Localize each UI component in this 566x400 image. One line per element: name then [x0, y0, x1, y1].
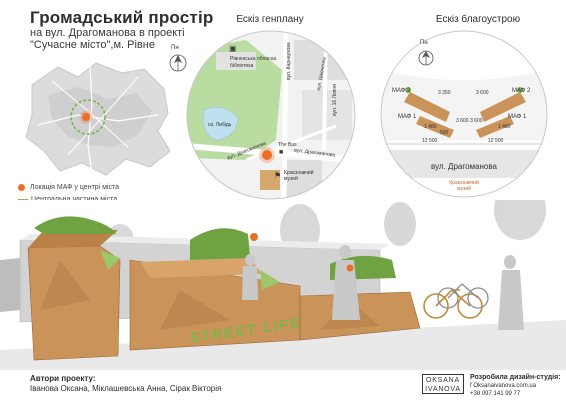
label-museum: Краєзнавчий музей — [284, 170, 314, 182]
dim-3: 1 480 — [424, 124, 437, 130]
studio-phone: +38 097 141 99 77 — [470, 391, 521, 397]
dim-2: 3 600 — [476, 90, 489, 96]
north-arrow-icon — [169, 54, 187, 72]
label-the-bus: The Bus — [278, 142, 297, 148]
legend-central-area-label: Центральна частина міста — [31, 196, 118, 203]
authors-label: Автори проекту: — [30, 374, 96, 383]
dim-9: 1 480 — [498, 124, 511, 130]
legend-maf-location: Локація МАФ у центрі міста — [18, 184, 119, 191]
label-lybid-lake: оз. Либідь — [208, 122, 232, 128]
legend-central-area: Центральна частина міста — [18, 196, 117, 203]
museum-icon: ⚑ — [274, 171, 282, 180]
logo-line-2: IVANOVA — [425, 386, 461, 393]
north-arrow-icon — [418, 50, 434, 66]
render-scene: STREET LIFE — [0, 180, 566, 370]
bus-icon: ■ — [279, 149, 284, 156]
subtitle-line-1: на вул. Драгоманова в проекті — [30, 27, 185, 39]
city-map-drawing — [25, 62, 171, 176]
page-subtitle: на вул. Драгоманова в проекті "Сучасне м… — [30, 27, 185, 51]
maf-left-bottom: МАФ 1 — [398, 114, 417, 120]
improvement-plan: Пн МАФ 2 МАФ 1 МАФ 2 МАФ 1 3 350 3 600 1… — [380, 30, 548, 198]
site-plan-drawing — [186, 30, 356, 200]
logo-line-1: OKSANA — [426, 377, 460, 384]
green-dash-icon — [18, 199, 28, 200]
improvement-compass: Пн — [416, 40, 436, 68]
footer — [0, 370, 566, 400]
maf-left-top: МАФ 2 — [392, 88, 411, 94]
site-plan: ▣ ■ ⚑ Рівненська обласна бібліотека вул.… — [186, 30, 356, 200]
dim-1: 3 350 — [438, 90, 451, 96]
render-drawing — [0, 180, 566, 370]
legend-maf-location-label: Локація МАФ у центрі міста — [30, 184, 120, 191]
improvement-plan-title: Ескіз благоустрою — [435, 14, 521, 25]
dim-4: 500 — [440, 130, 449, 136]
improvement-museum-label: Краєзнавчий музей — [449, 180, 479, 192]
library-icon: ▣ — [229, 44, 237, 53]
maf-right-bottom: МАФ 1 — [508, 114, 527, 120]
dim-6: 3 600 — [456, 118, 469, 124]
studio-site: f Oksanaivanova.com.ua — [470, 383, 537, 389]
city-map: Пн — [18, 45, 187, 180]
north-label: Пн — [171, 45, 179, 51]
dim-5: 12 500 — [422, 138, 438, 144]
improvement-street-label: вул. Драгоманова — [431, 162, 497, 171]
maf-right-top: МАФ 2 — [512, 88, 531, 94]
compass: Пн — [168, 45, 188, 73]
page-title: Громадський простір — [30, 8, 214, 27]
site-plan-title: Ескіз генплану — [236, 14, 304, 25]
authors-names: Іванова Оксана, Міклашевська Анна, Сірак… — [30, 384, 222, 393]
improvement-north-label: Пн — [420, 40, 428, 46]
studio-label: Розробила дизайн-студія: — [470, 374, 561, 381]
label-sixteenth-july: вул. 16 Липня — [332, 84, 338, 116]
studio-logo: OKSANA IVANOVA — [422, 374, 464, 394]
subtitle-line-2: "Сучасне місто",м. Рівне — [30, 39, 155, 51]
dim-7: 12 500 — [488, 138, 504, 144]
label-library: Рівненська обласна бібліотека — [230, 56, 277, 69]
orange-dot-icon — [18, 184, 25, 191]
improvement-plan-drawing — [380, 30, 548, 198]
label-karnaukhova: вул. Карнаухова — [286, 42, 292, 80]
dim-8: 3 600 — [470, 118, 483, 124]
